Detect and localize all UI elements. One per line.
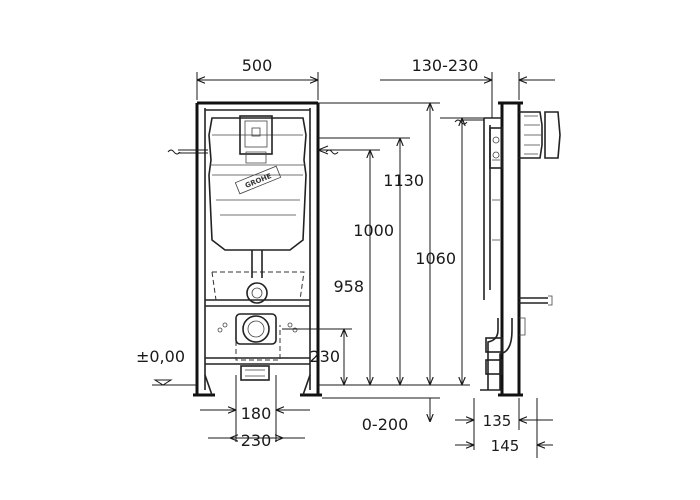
side-view — [454, 101, 561, 397]
dim-range-0-200: 0-200 — [362, 415, 409, 434]
dim-height-1130: 1130 — [383, 171, 424, 190]
dim-height-230: 230 — [309, 347, 340, 366]
dim-height-958: 958 — [333, 277, 364, 296]
dim-depth-145: 145 — [491, 437, 520, 455]
dim-width-230: 230 — [241, 431, 272, 450]
front-view: GROHE — [152, 101, 470, 397]
dim-width-180: 180 — [241, 404, 272, 423]
dimension-lines — [196, 72, 555, 458]
dim-depth-135: 135 — [483, 412, 512, 430]
dim-height-1000: 1000 — [353, 221, 394, 240]
dimension-labels: 500 130-230 1130 1060 1000 958 230 ±0,00… — [136, 56, 519, 455]
dim-floor-level: ±0,00 — [136, 347, 185, 366]
dim-wall-offset: 130-230 — [412, 56, 479, 75]
dim-frame-width: 500 — [242, 56, 273, 75]
dim-height-1060: 1060 — [415, 249, 456, 268]
